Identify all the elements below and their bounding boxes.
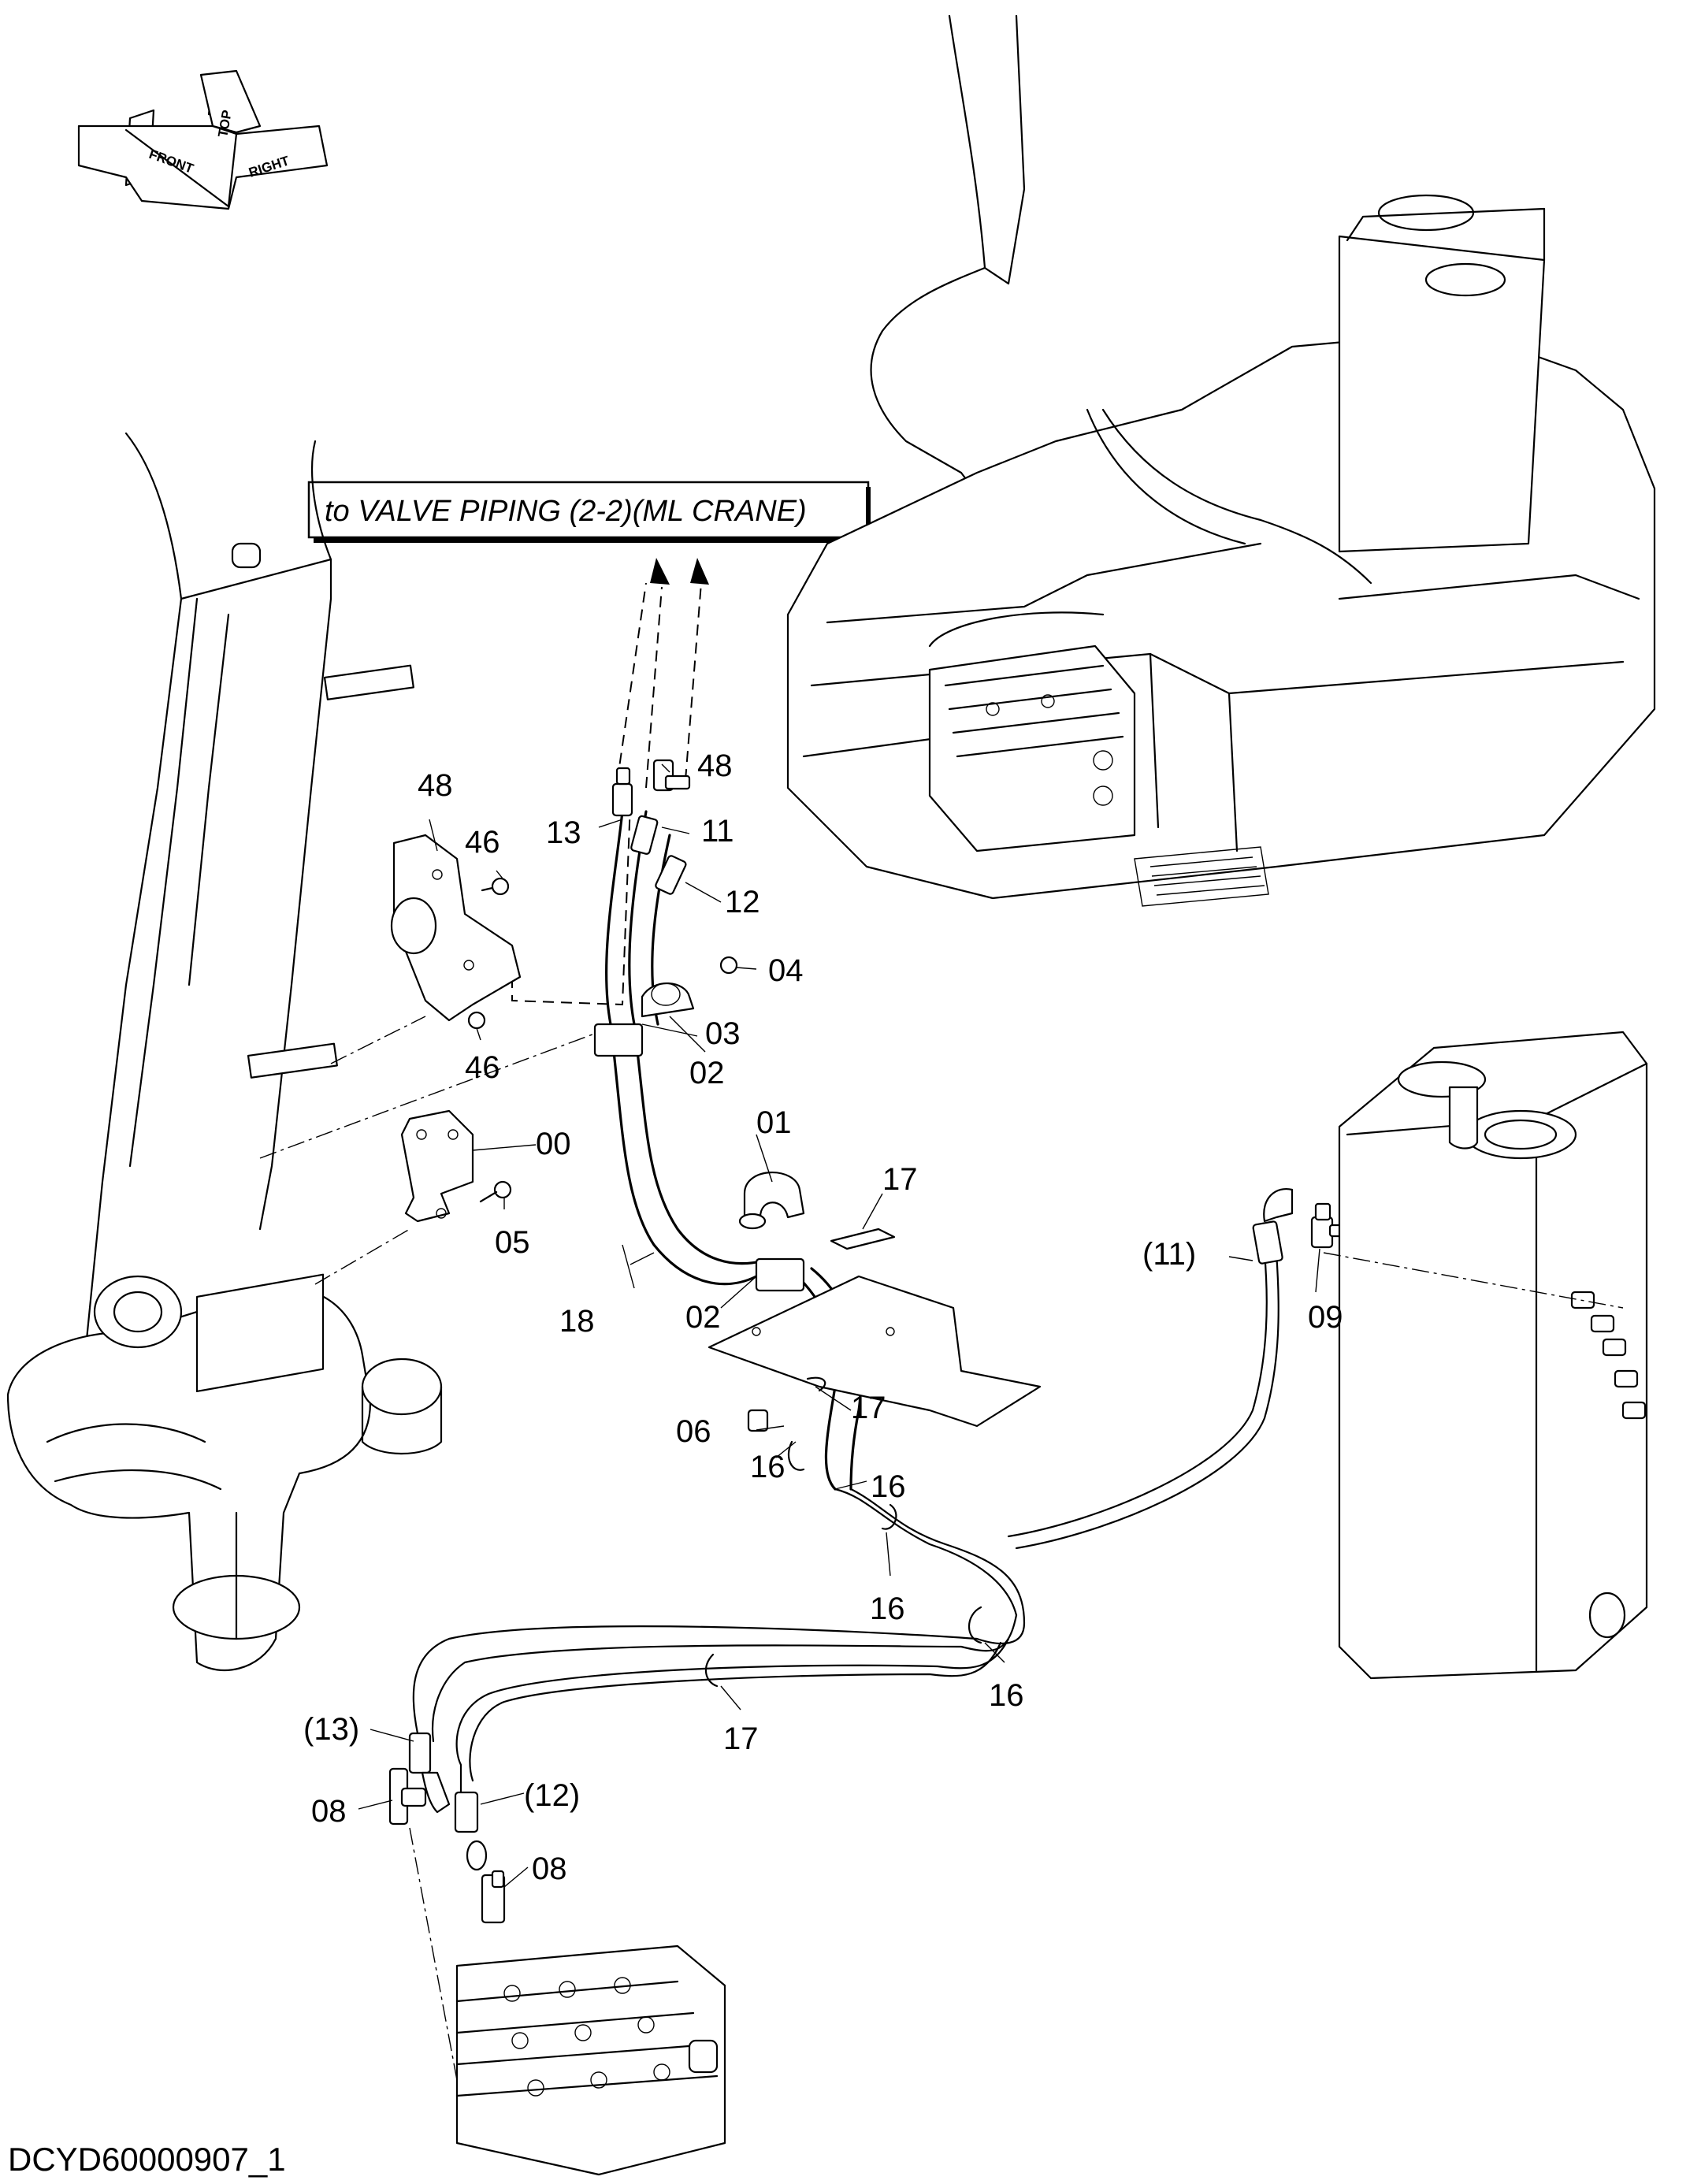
orientation-indicator: TOP FRONT RIGHT [77,69,329,210]
label-46-upper: 46 [465,825,500,860]
ties-16 [704,1440,982,1688]
floor-grating [1134,846,1269,907]
leader-boom-45 [330,1016,426,1064]
label-02-lower: 02 [685,1300,721,1335]
label-17: 18 [559,1304,595,1339]
label-01: 01 [756,1105,792,1140]
label-09: 09 [1308,1300,1343,1335]
label-20: 17 [882,1162,918,1197]
label-45: 48 [418,768,453,803]
bolt-04 [719,956,738,975]
drawing-code: DCYD60000907_1 [8,2141,286,2178]
callout-valve-piping: to VALVE PIPING (2-2)(ML CRANE) [307,481,871,543]
label-08-left: 08 [311,1794,347,1829]
label-11-paren: (11) [1142,1237,1196,1272]
bracket-45 [390,834,522,1022]
fitting-48 [652,759,691,792]
tie-18 [806,1376,826,1392]
clamp-02-upper [593,1023,644,1057]
lower-hoses [412,1187,1294,1814]
bolt-46a [481,877,510,896]
clamp-02-lower [755,1257,805,1292]
label-13: 13 [546,815,581,850]
label-08-right: 08 [532,1852,567,1886]
bolt-05 [479,1180,512,1203]
label-18: 17 [851,1391,886,1425]
bolt-06 [747,1409,769,1432]
label-16-c: 16 [870,1592,905,1626]
tank-fittings [1570,1291,1647,1420]
label-46-lower: 46 [465,1050,500,1085]
label-02-upper: 02 [689,1056,725,1090]
upper-structure-frame [786,14,1656,907]
bolt-46b [467,1011,486,1030]
valve-cluster-upper [928,644,1136,852]
fitting-12 [655,855,687,895]
label-13-paren: (13) [303,1712,359,1747]
label-12: 12 [725,885,760,919]
arrowhead-left [650,558,670,585]
label-11: 11 [701,814,734,849]
label-03: 03 [705,1016,741,1051]
pad-20 [830,1228,896,1250]
leader-lines [358,763,1320,1888]
mount-bracket [708,1275,1042,1428]
hydraulic-tank [1323,1031,1648,1680]
routing-dashed-lines [511,558,709,1006]
clamp-03 [641,982,695,1018]
label-00: 00 [536,1127,571,1161]
leader-boom-02 [259,1031,600,1159]
fitting-08-left [388,1767,427,1826]
fitting-12-lower [454,1791,488,1871]
clamp-01 [738,1172,805,1230]
fitting-13-lower [408,1732,451,1814]
bracket-00 [400,1109,474,1223]
fitting-11 [630,815,659,855]
part-labels: 48 46 46 00 05 18 13 11 12 48 04 03 02 0… [303,748,1343,1886]
label-06: 06 [676,1414,711,1449]
fitting-13 [611,767,633,817]
label-16-e: 17 [723,1722,759,1756]
label-04: 04 [768,953,804,988]
arrowhead-right [690,558,709,585]
boom-assembly [6,432,443,1672]
label-16-a: 16 [750,1450,786,1484]
leader-boom-00 [314,1228,410,1285]
label-16-b: 16 [871,1469,906,1504]
label-05: 05 [495,1225,530,1260]
label-48: 48 [697,748,733,783]
callout-text: to VALVE PIPING (2-2)(ML CRANE) [325,495,807,528]
fitting-08-right [481,1870,506,1924]
label-12-paren: (12) [524,1778,580,1813]
label-16-d: 16 [989,1678,1024,1713]
control-valve-block [409,1827,726,2176]
